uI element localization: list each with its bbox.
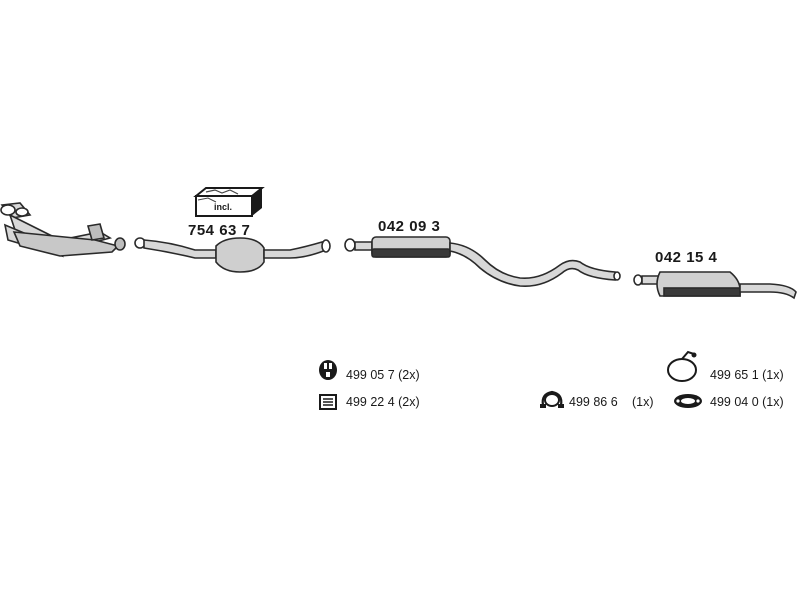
front-manifold-pipe (0, 202, 126, 258)
gasket-part-label: 499 04 0 (1x) (710, 395, 784, 409)
center-silencer-pipe (344, 236, 621, 288)
gasket-icon (674, 394, 702, 408)
rear-silencer-pipe (633, 271, 797, 300)
center-silencer-part-number: 042 09 3 (378, 218, 441, 235)
rubber-mount-icon (319, 360, 337, 380)
clamp-plate-part-label: 499 22 4 (2x) (346, 395, 420, 409)
rubber-mount-part-label: 499 05 7 (2x) (346, 368, 420, 382)
rubber-hanger-icon (667, 350, 697, 382)
catalyst-kit-box-icon (193, 187, 265, 217)
rear-silencer-part-number: 042 15 4 (655, 249, 718, 266)
catalytic-converter-pipe (134, 237, 331, 273)
ring-mount-icon (540, 390, 564, 408)
catalytic-converter-part-number: 754 63 7 (188, 222, 251, 239)
ring-mount-part-label: 499 86 6 (569, 395, 618, 409)
rubber-hanger-part-label: 499 65 1 (1x) (710, 368, 784, 382)
clamp-plate-icon (319, 394, 337, 410)
catalyst-kit-note: incl. (214, 202, 233, 212)
ring-mount-quantity: (1x) (632, 395, 654, 409)
